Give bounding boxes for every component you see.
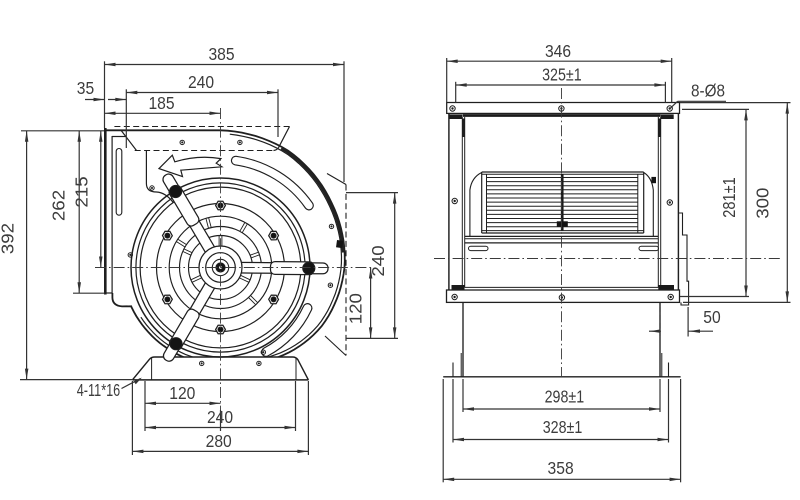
svg-text:385: 385	[208, 44, 234, 64]
svg-text:358: 358	[548, 458, 574, 478]
svg-text:280: 280	[206, 431, 232, 451]
svg-text:346: 346	[545, 41, 571, 61]
svg-text:120: 120	[169, 383, 195, 403]
svg-text:50: 50	[703, 307, 721, 327]
svg-text:215: 215	[72, 176, 92, 207]
svg-text:298±1: 298±1	[545, 386, 585, 406]
svg-text:325±1: 325±1	[542, 65, 582, 85]
svg-text:120: 120	[346, 293, 366, 324]
svg-text:35: 35	[77, 78, 94, 98]
svg-text:185: 185	[148, 93, 174, 113]
svg-text:281±1: 281±1	[719, 177, 739, 218]
svg-text:328±1: 328±1	[543, 417, 583, 437]
svg-text:262: 262	[49, 190, 69, 221]
svg-text:392: 392	[0, 223, 18, 254]
svg-text:4-11*16: 4-11*16	[77, 380, 121, 400]
svg-text:240: 240	[368, 245, 388, 276]
svg-text:240: 240	[188, 72, 214, 92]
svg-text:240: 240	[207, 407, 233, 427]
svg-text:8-Ø8: 8-Ø8	[691, 81, 725, 101]
svg-text:300: 300	[753, 187, 773, 218]
